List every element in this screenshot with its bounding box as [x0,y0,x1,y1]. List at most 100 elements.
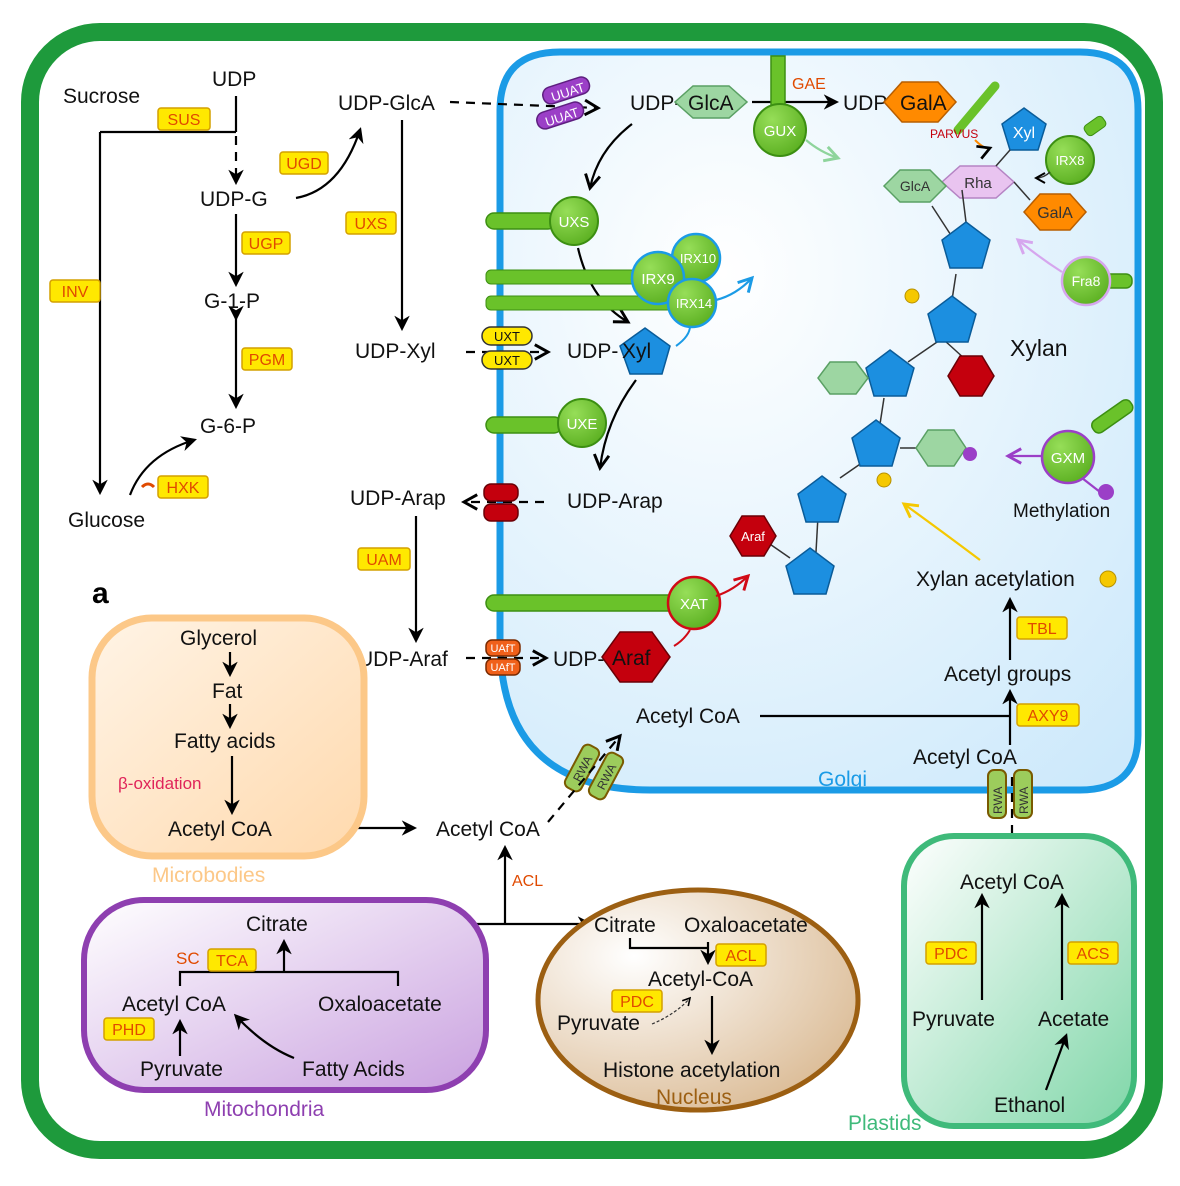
gxm-label: GXM [1051,450,1085,467]
acl-nuc-tag [715,943,767,967]
xylan-xyl-6 [785,547,835,595]
acetyl-coa-to-golgi-transport [547,736,620,823]
fatty-acids-to-acetyl-coa-arrow [233,1013,295,1060]
gux-protein [753,103,807,157]
udp-xyl-golgi-ring: Xyl [622,340,651,363]
glca-side-hexagon-icon [882,169,948,203]
xylan-glca-2 [915,429,967,467]
nucleus-compartment [535,887,861,1113]
udp-xyl-to-uxe-arrow [600,379,637,468]
fatty-acids-mito-label: Fatty Acids [302,1058,405,1081]
uxs-cyto-tag [345,211,397,235]
axy9-tag [1016,703,1080,727]
xylan-label: Xylan [1010,335,1068,361]
uxe-anchor [485,416,563,434]
acetyl-coa-center-label: Acetyl CoA [436,818,540,841]
irx14-label: IRX14 [676,296,712,311]
g-1-p-label: G-1-P [204,290,260,313]
parvus-label: PARVUS [930,127,978,141]
rwa-right-2 [1013,769,1033,819]
uam-label: UAM [366,552,402,569]
uxs-to-udp-xyl-arrow [576,247,628,322]
acetyl-coa-nuc-label: Acetyl-CoA [648,968,753,991]
acetyl-coa-mito-label: Acetyl CoA [122,993,226,1016]
uxt-transporter-1 [481,326,533,346]
acetyl-coa-plastid-label: Acetyl CoA [960,871,1064,894]
gae-label: GAE [792,76,826,93]
irx8-label: IRX8 [1056,153,1085,168]
acs-tag [1067,941,1119,965]
rwa-right-label-2: RWA [1017,787,1031,814]
acetyl-group-1 [904,288,920,304]
fatty-acids-label: Fatty acids [174,730,276,753]
xyl-sugar-label: Xyl [1013,125,1035,142]
irx-complex-arrow [715,278,752,302]
udp-gala-prefix: UDP- [843,92,894,115]
microbodies-compartment [88,614,368,860]
acetyl-group-2 [876,472,892,488]
pyruvate-mito-label: Pyruvate [140,1058,223,1081]
uxe-label: UXE [567,416,598,433]
uuat-transport-arrow [449,102,598,108]
pyruvate-nuc-label: Pyruvate [557,1012,640,1035]
xylan-ara-1 [947,355,995,397]
plastids-label: Plastids [848,1112,922,1135]
rwa-right-label-1: RWA [991,787,1005,814]
uxs-label: UXS [559,214,590,231]
irx10-label: IRX10 [680,251,716,266]
ugd-label: UGD [286,156,322,173]
pdc-nuc-label: PDC [620,994,654,1011]
udp-araf-to-xat-line [673,629,691,647]
udp-g-label: UDP-G [200,188,268,211]
methyl-group-on-glca [963,447,977,461]
tca-junction-line [178,970,400,986]
hxk-tag [157,475,209,499]
pdc-nuc-tag [611,989,663,1013]
udp-araf-golgi-ring: Araf [612,647,651,670]
gala-side-hexagon-icon [1022,193,1088,231]
araf-hexagon-icon [601,631,671,683]
g-6-p-label: G-6-P [200,415,256,438]
parvus-anchor [953,81,1000,135]
oxaloacetate-mito-label: Oxaloacetate [318,993,442,1016]
arap-transporter-1 [483,483,519,502]
xylan-xyl-1 [941,221,991,269]
rha-xyl-bond [995,149,1011,167]
methyl-group-icon [1098,484,1114,500]
udp-xyl-label: UDP-Xyl [355,340,436,363]
uaft-transporter-1 [485,639,521,657]
inv-tag [49,279,101,303]
fra8-arrow [1018,240,1063,273]
xylan-xyl-4 [851,419,901,467]
xylan-xyl-3 [865,349,915,397]
udp-gala-golgi-ring: GalA [900,92,947,115]
phd-label: PHD [112,1022,146,1039]
pyruvate-plastid-label: Pyruvate [912,1008,995,1031]
tbl-label: TBL [1027,621,1056,638]
acetyl-coa-micro-label: Acetyl CoA [168,818,272,841]
arap-transporter-2 [483,503,519,522]
rha-sugar-label: Rha [964,175,992,192]
pyruvate-to-acetyl-coa-nuc-arrow [651,998,690,1025]
citrate-nuc-label: Citrate [594,914,656,937]
xylan-xyl-2 [927,295,977,343]
uxs-cyto-label: UXS [355,216,388,233]
ugp-label: UGP [249,236,284,253]
gux-label: GUX [764,123,797,140]
gala-hexagon-icon [882,81,958,123]
pdc-plastid-tag [925,941,977,965]
tca-label: TCA [216,953,248,970]
xyl-pentagon-icon [1001,107,1047,151]
xat-arrow [715,576,748,598]
udp-xyl-pentagon-icon [619,327,671,375]
uaft-transporter-2 [485,658,521,676]
nucleus-label: Nucleus [656,1086,732,1109]
ugd-tag [279,151,329,175]
ethanol-plastid-label: Ethanol [994,1094,1065,1117]
tca-tag [207,948,257,972]
acetyl-coa-right-label: Acetyl CoA [913,746,1017,769]
hxk-hook-icon [140,482,156,489]
sucrose-label: Sucrose [63,85,140,108]
